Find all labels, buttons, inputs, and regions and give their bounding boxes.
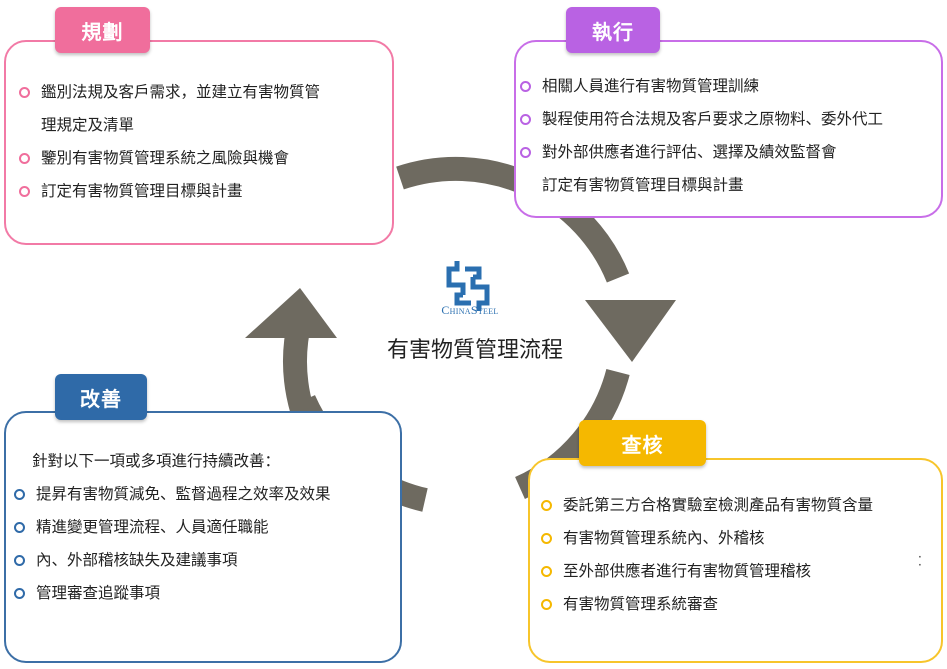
logo-text: ChinaSteel bbox=[441, 303, 499, 317]
list-item: 製程使用符合法規及客戶要求之原物料、委外代工 bbox=[520, 103, 883, 136]
list-item: 委託第三方合格實驗室檢測產品有害物質含量 bbox=[541, 489, 873, 522]
bullet-icon bbox=[541, 599, 552, 610]
bullet-icon bbox=[19, 87, 30, 98]
bullet-icon bbox=[14, 588, 25, 599]
bullet-icon bbox=[541, 533, 552, 544]
list-item: 精進變更管理流程、人員適任職能 bbox=[14, 511, 331, 544]
list-item: 至外部供應者進行有害物質管理稽核 bbox=[541, 555, 873, 588]
plan-box bbox=[4, 40, 394, 245]
list-item: 鑒別有害物質管理系統之風險與機會 bbox=[19, 142, 320, 175]
bullet-icon bbox=[14, 522, 25, 533]
act-box bbox=[4, 411, 402, 663]
list-item: 內、外部稽核缺失及建議事項 bbox=[14, 544, 331, 577]
bullet-icon bbox=[14, 489, 25, 500]
plan-tab: 規劃 bbox=[55, 7, 150, 53]
check-box bbox=[528, 458, 943, 663]
list-item: 提昇有害物質減免、監督過程之效率及效果 bbox=[14, 478, 331, 511]
bullet-icon bbox=[541, 566, 552, 577]
do-tab: 執行 bbox=[566, 7, 660, 53]
act-tab: 改善 bbox=[55, 374, 147, 420]
arrowhead-down bbox=[585, 300, 676, 362]
bullet-icon bbox=[520, 114, 531, 125]
list-item: 有害物質管理系統內、外稽核 bbox=[541, 522, 873, 555]
bullet-icon bbox=[19, 153, 30, 164]
list-item: 有害物質管理系統審查 bbox=[541, 588, 873, 621]
dots-decoration: ·· bbox=[918, 550, 922, 572]
list-item: 管理審查追蹤事項 bbox=[14, 577, 331, 610]
bullet-icon bbox=[520, 81, 531, 92]
plan-list: 鑑別法規及客戶需求，並建立有害物質管 理規定及清單 鑒別有害物質管理系統之風險與… bbox=[19, 76, 320, 208]
list-item: 相關人員進行有害物質管理訓練 bbox=[520, 70, 883, 103]
diagram-title: 有害物質管理流程 bbox=[386, 338, 563, 363]
act-intro: 針對以下一項或多項進行持續改善： bbox=[32, 452, 281, 470]
list-item-continuation: 理規定及清單 bbox=[41, 116, 135, 134]
chinasteel-logo-icon bbox=[446, 261, 490, 311]
bullet-icon bbox=[14, 555, 25, 566]
list-item: 對外部供應者進行評估、選擇及績效監督會 bbox=[520, 136, 883, 169]
bullet-icon bbox=[541, 500, 552, 511]
do-list: 相關人員進行有害物質管理訓練 製程使用符合法規及客戶要求之原物料、委外代工 對外… bbox=[520, 70, 883, 202]
bullet-icon bbox=[520, 147, 531, 158]
arrowhead-up bbox=[245, 288, 337, 338]
do-box bbox=[514, 40, 943, 218]
bullet-icon bbox=[19, 186, 30, 197]
check-list: 委託第三方合格實驗室檢測產品有害物質含量 有害物質管理系統內、外稽核 至外部供應… bbox=[541, 489, 873, 621]
list-item-continuation: 訂定有害物質管理目標與計畫 bbox=[542, 176, 744, 194]
list-item: 訂定有害物質管理目標與計畫 bbox=[19, 175, 320, 208]
act-list: 提昇有害物質減免、監督過程之效率及效果 精進變更管理流程、人員適任職能 內、外部… bbox=[14, 478, 331, 610]
check-tab: 查核 bbox=[579, 420, 706, 466]
list-item: 鑑別法規及客戶需求，並建立有害物質管 bbox=[19, 76, 320, 109]
